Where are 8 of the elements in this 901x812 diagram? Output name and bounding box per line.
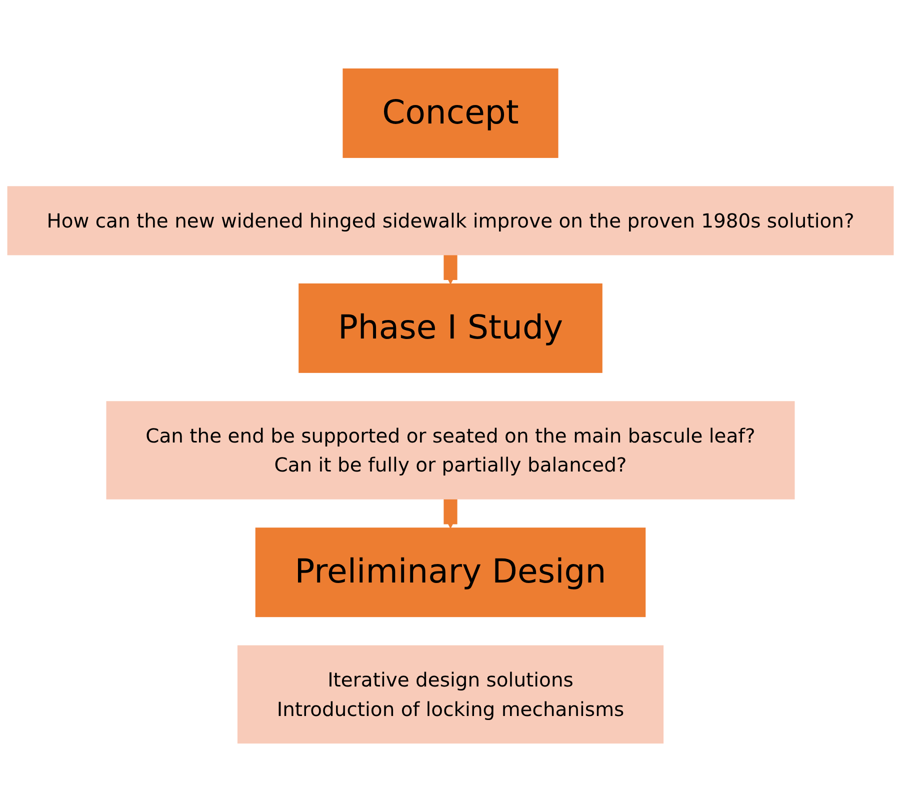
node-box: How can the new widened hinged sidewalk improve on the proven 1980s solution?: [7, 186, 894, 256]
node-box: Phase I Study: [298, 283, 602, 373]
node-box: Preliminary Design: [255, 528, 646, 618]
node-box: Iterative design solutions Introduction of locking mechanisms: [237, 645, 664, 744]
node-box: Can the end be supported or seated on the main bascule leaf? Can it be fully or partially balanced?: [106, 401, 795, 500]
arrow: [444, 498, 458, 528]
node-box: Concept: [342, 68, 558, 158]
arrow: [444, 254, 458, 284]
